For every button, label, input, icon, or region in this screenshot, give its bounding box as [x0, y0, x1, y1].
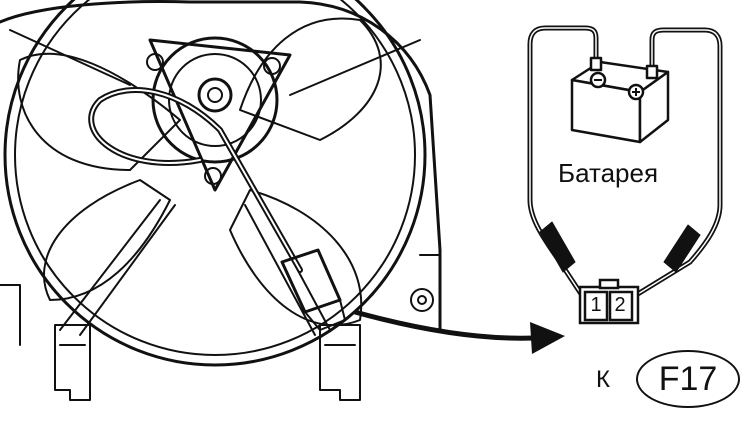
connector-pin-1: 1: [590, 293, 602, 316]
connector-icon: [578, 278, 640, 325]
arrow-icon: [354, 309, 565, 354]
connector-pin-2: 2: [614, 293, 626, 316]
reference-prefix: К: [596, 366, 610, 393]
reference-code: F17: [658, 359, 718, 398]
battery-icon: [570, 56, 670, 144]
cooling-fan-drawing: [0, 0, 442, 401]
reference-badge: F17: [636, 350, 740, 408]
battery-wiring: [527, 25, 723, 303]
battery-label: Батарея: [558, 158, 659, 188]
